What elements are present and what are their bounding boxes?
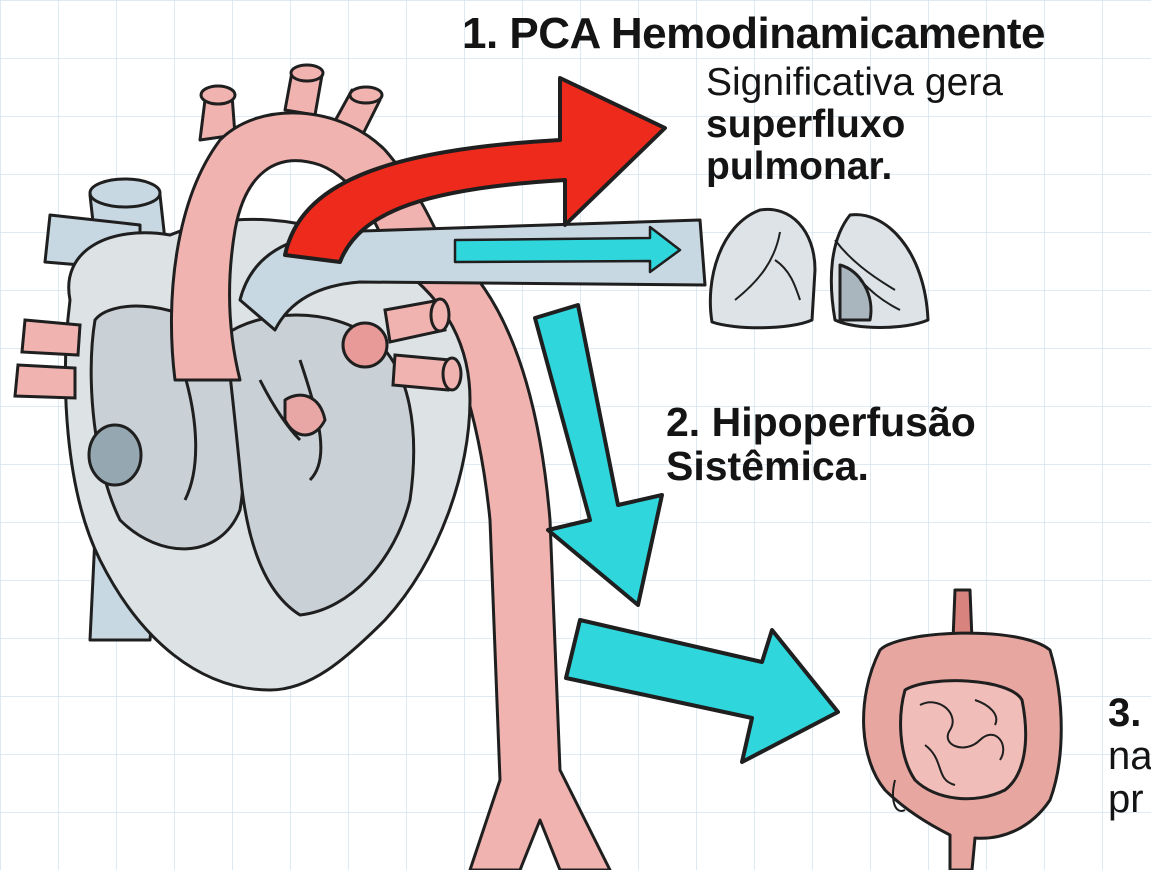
step1-title: 1. PCA Hemodinamicamente [462,10,1045,58]
step2-line2: Sistêmica. [666,444,976,488]
step1-line1: Significativa gera [706,62,1003,104]
step3-line1: 3. [1108,692,1151,735]
step1-line3: pulmonar. [706,146,1003,188]
step2-label: 2. Hipoperfusão Sistêmica. [666,400,976,489]
step2-line1: 2. Hipoperfusão [666,400,976,444]
step3-line3: pr [1108,778,1151,821]
step1-description: Significativa gera superfluxo pulmonar. [706,62,1003,188]
step3-line2: na [1108,735,1151,778]
step1-line2: superfluxo [706,104,1003,146]
step3-label: 3. na pr [1108,692,1151,822]
